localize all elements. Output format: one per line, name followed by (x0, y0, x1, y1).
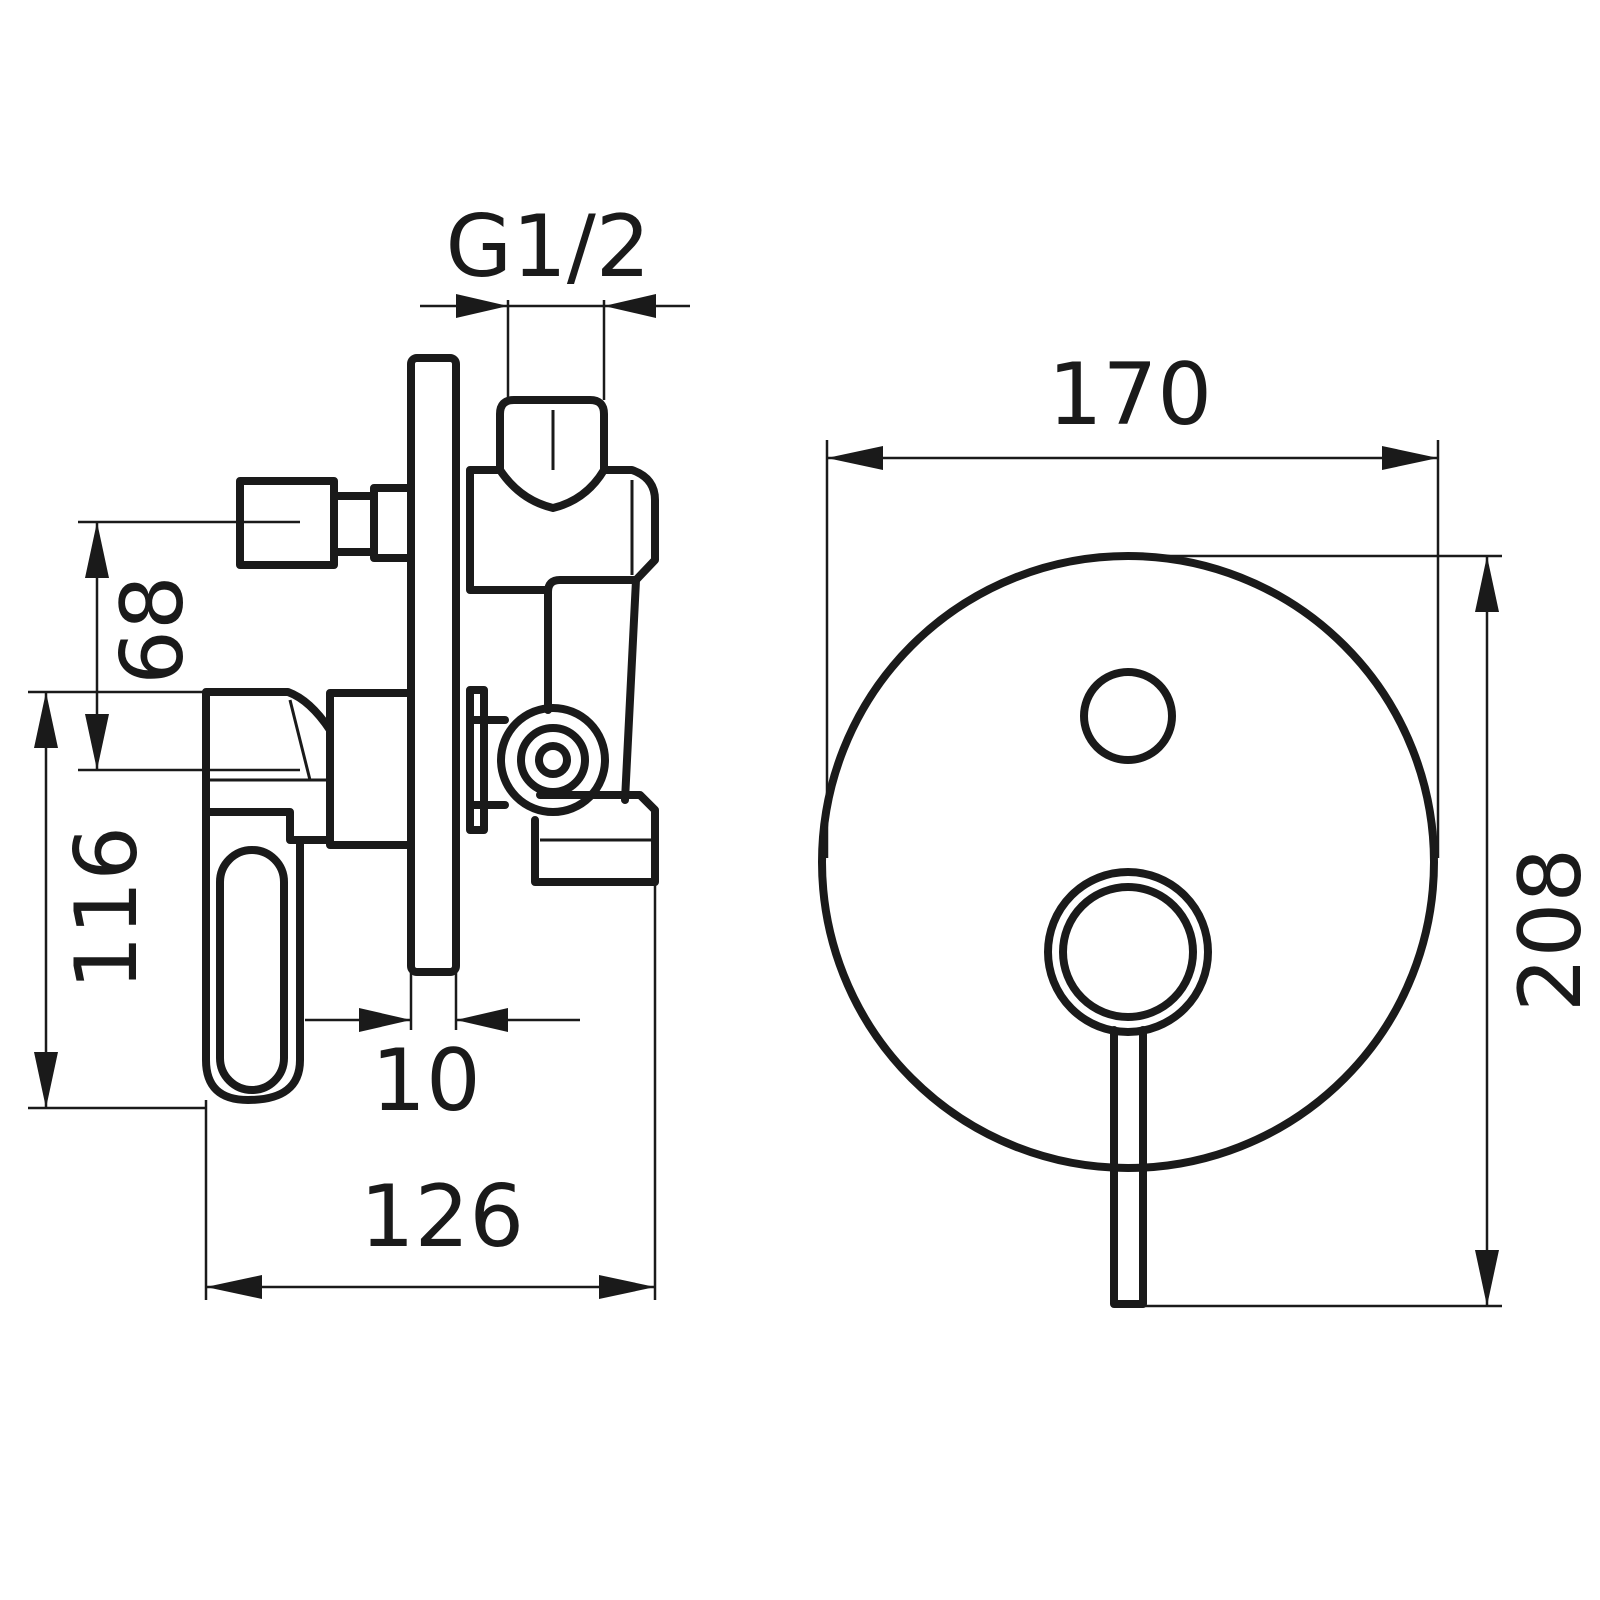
bottom-block (531, 791, 659, 886)
body-tube-right (621, 576, 640, 804)
outlet-ring-hole (535, 742, 571, 778)
handle-side-collar (326, 689, 415, 849)
spout-nut-inner (370, 484, 415, 562)
plate-width-label: 170 (1048, 345, 1212, 445)
plate-thickness-label: 10 (371, 1031, 480, 1131)
diverter-body (466, 396, 659, 596)
handle-hub-inner (1059, 883, 1197, 1021)
handle-side-body (202, 688, 334, 844)
handle-height-label: 116 (57, 826, 157, 990)
dimension-lines (28, 294, 1502, 1308)
handle-lever-front (1110, 1026, 1147, 1308)
handle-side-lever-slot (216, 846, 288, 1094)
plate-height-label: 208 (1501, 848, 1600, 1012)
handle-side-lever-outer (202, 808, 304, 1104)
spout-nut-mid (330, 492, 378, 556)
handle-hub-outer (1044, 868, 1212, 1036)
side-view (202, 354, 659, 1104)
diverter-button (1080, 668, 1176, 764)
outlet-ring-outer (497, 704, 609, 816)
spout-offset-label: 68 (103, 575, 203, 684)
thread-label: G1/2 (445, 197, 650, 297)
outlet-flange (466, 686, 488, 834)
diverter-knob-shape (496, 466, 608, 512)
cover-plate-side (407, 354, 460, 976)
total-depth-label: 126 (360, 1167, 524, 1267)
outlet-ring-inner (517, 724, 589, 796)
handle-side-bevel (288, 699, 312, 781)
front-view (818, 552, 1438, 1308)
cover-plate-front (818, 552, 1438, 1172)
